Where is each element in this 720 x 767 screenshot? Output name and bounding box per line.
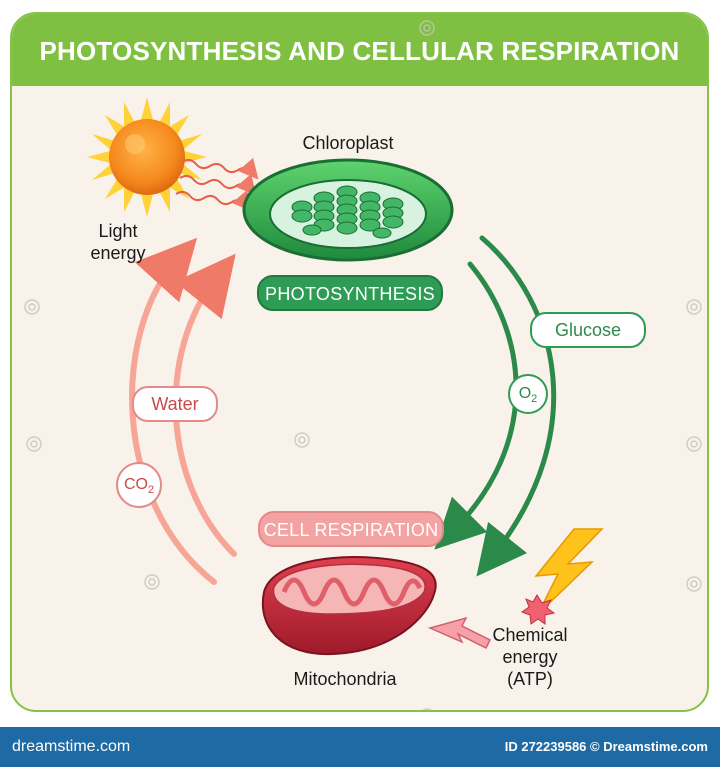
chloroplast-label: Chloroplast — [302, 133, 394, 153]
oxygen-symbol: O — [518, 385, 532, 402]
chemical-energy-line-3: (ATP) — [507, 669, 553, 689]
co2-symbol: CO — [123, 476, 148, 493]
mitochondria-icon — [261, 556, 437, 656]
oxygen-subscript: 2 — [531, 393, 538, 406]
diagram-card: PHOTOSYNTHESIS AND CELLULAR RESPIRATION — [10, 12, 709, 712]
photosynthesis-badge: PHOTOSYNTHESIS — [257, 275, 443, 311]
chemical-energy-line-2: energy — [502, 647, 558, 667]
cell-respiration-badge: CELL RESPIRATION — [258, 511, 444, 547]
water-badge: Water — [132, 386, 218, 422]
carbon-dioxide-badge: CO2 — [116, 462, 162, 508]
footer-bar: dreamstime.com ID 272239586 © Dreamstime… — [0, 727, 720, 767]
page-title: PHOTOSYNTHESIS AND CELLULAR RESPIRATION — [39, 36, 680, 66]
sun-icon — [87, 97, 207, 217]
light-wave-arrows — [175, 157, 259, 212]
diagram-artwork — [24, 20, 702, 710]
camera-watermark-icon — [24, 20, 702, 710]
oxygen-badge: O2 — [508, 374, 548, 414]
atp-arrow — [427, 616, 492, 650]
light-energy-label: Light energy — [78, 220, 158, 264]
glucose-badge: Glucose — [530, 312, 646, 348]
chloroplast-icon — [242, 158, 454, 262]
chemical-energy-label: Chemical energy (ATP) — [482, 624, 578, 690]
co2-subscript: 2 — [147, 484, 155, 497]
chemical-energy-line-1: Chemical — [492, 625, 568, 645]
footer-brand[interactable]: dreamstime.com — [12, 738, 131, 755]
header-bar: PHOTOSYNTHESIS AND CELLULAR RESPIRATION — [12, 14, 707, 86]
lightning-icon — [520, 528, 604, 625]
mitochondria-label: Mitochondria — [293, 669, 397, 689]
light-energy-text: Light energy — [90, 221, 146, 263]
footer-image-id: ID 272239586 © Dreamstime.com — [504, 739, 708, 754]
